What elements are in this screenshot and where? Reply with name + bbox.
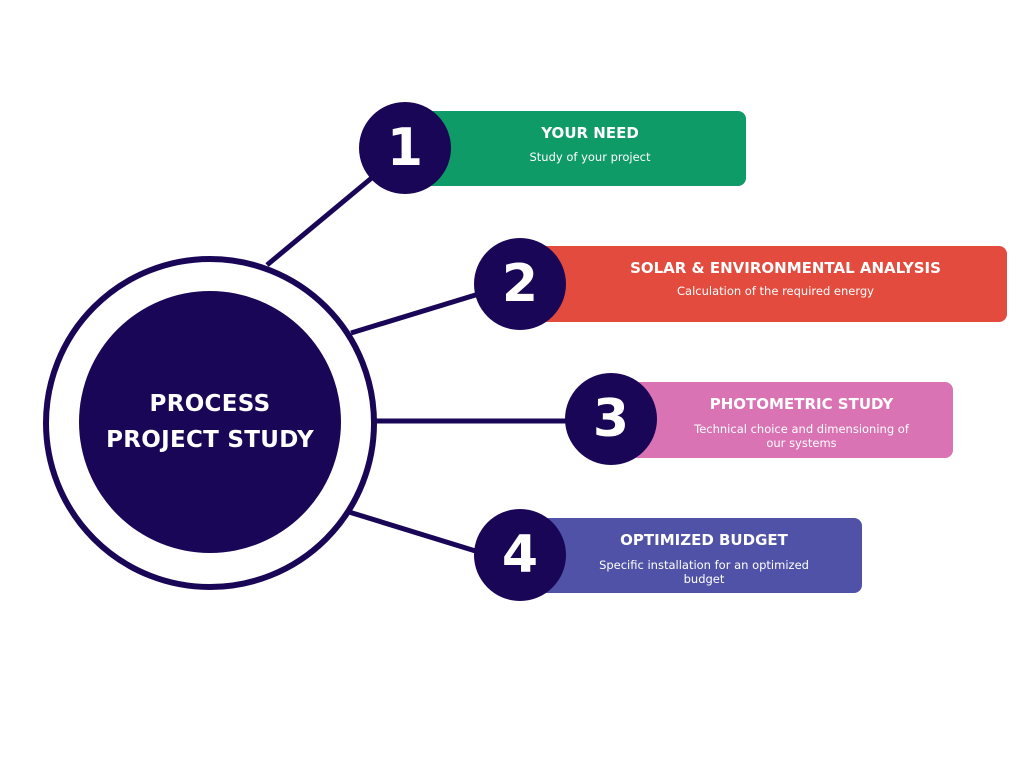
connector-line-1 bbox=[265, 174, 376, 267]
step-2-number-badge: 2 bbox=[474, 238, 566, 330]
hub-title-line-1: PROCESS bbox=[149, 391, 271, 417]
step-3-number-badge: 3 bbox=[565, 373, 657, 465]
connector-line-4 bbox=[348, 509, 483, 556]
step-3-bar: PHOTOMETRIC STUDY Technical choice and d… bbox=[630, 382, 953, 458]
step-1-title: YOUR NEED bbox=[541, 124, 639, 142]
step-3-title: PHOTOMETRIC STUDY bbox=[709, 395, 894, 413]
step-4-bar: OPTIMIZED BUDGET Specific installation f… bbox=[538, 518, 862, 593]
step-1-bar: YOUR NEED Study of your project bbox=[420, 111, 746, 186]
step-2-bar: SOLAR & ENVIRONMENTAL ANALYSIS Calculati… bbox=[540, 246, 1007, 322]
step-4-number: 4 bbox=[501, 525, 539, 585]
step-4-number-badge: 4 bbox=[474, 509, 566, 601]
step-1-number-badge: 1 bbox=[359, 102, 451, 194]
connector-line-2 bbox=[350, 290, 483, 336]
step-2-title: SOLAR & ENVIRONMENTAL ANALYSIS bbox=[630, 259, 941, 277]
hub-circle: PROCESS PROJECT STUDY bbox=[79, 291, 341, 553]
step-3-number: 3 bbox=[592, 389, 630, 449]
step-1-description: Study of your project bbox=[529, 150, 651, 164]
step-2-number: 2 bbox=[501, 254, 539, 314]
step-3-description: Technical choice and dimensioning of our… bbox=[694, 422, 909, 450]
step-4-title: OPTIMIZED BUDGET bbox=[620, 531, 788, 549]
step-4-description: Specific installation for an optimized b… bbox=[599, 558, 809, 586]
hub-title: PROCESS PROJECT STUDY bbox=[106, 386, 314, 458]
step-2-description: Calculation of the required energy bbox=[677, 284, 874, 298]
hub-title-line-2: PROJECT STUDY bbox=[106, 427, 314, 453]
step-1-number: 1 bbox=[386, 118, 424, 178]
